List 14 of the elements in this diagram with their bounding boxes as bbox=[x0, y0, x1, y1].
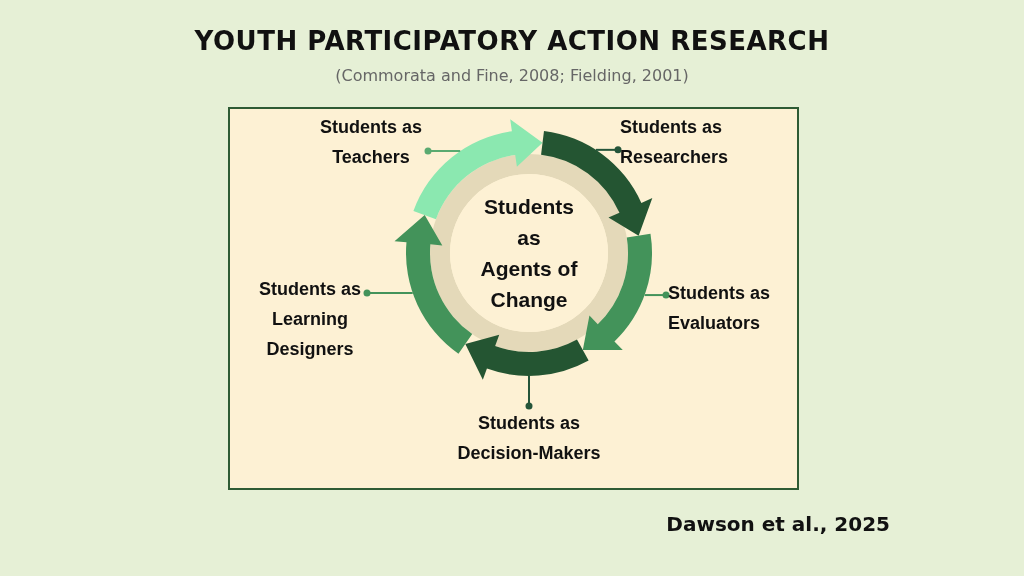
leader-line bbox=[424, 147, 462, 155]
leader-line bbox=[363, 289, 414, 297]
citation-subtitle: (Commorata and Fine, 2008; Fielding, 2001) bbox=[335, 66, 689, 85]
role-label: Students as Researchers bbox=[620, 112, 742, 172]
role-label: Students as Learning Designers bbox=[255, 274, 365, 364]
leader-line bbox=[595, 146, 622, 154]
title: YOUTH PARTICIPATORY ACTION RESEARCH bbox=[194, 26, 830, 56]
role-label: Students as Evaluators bbox=[668, 278, 788, 338]
center-text: Students as Agents of Change bbox=[479, 194, 579, 313]
leader-line bbox=[525, 375, 533, 410]
role-label: Students as Teachers bbox=[316, 112, 426, 172]
source-credit: Dawson et al., 2025 bbox=[666, 512, 890, 536]
role-label: Students as Decision-Makers bbox=[449, 408, 609, 468]
leader-line bbox=[643, 291, 670, 299]
